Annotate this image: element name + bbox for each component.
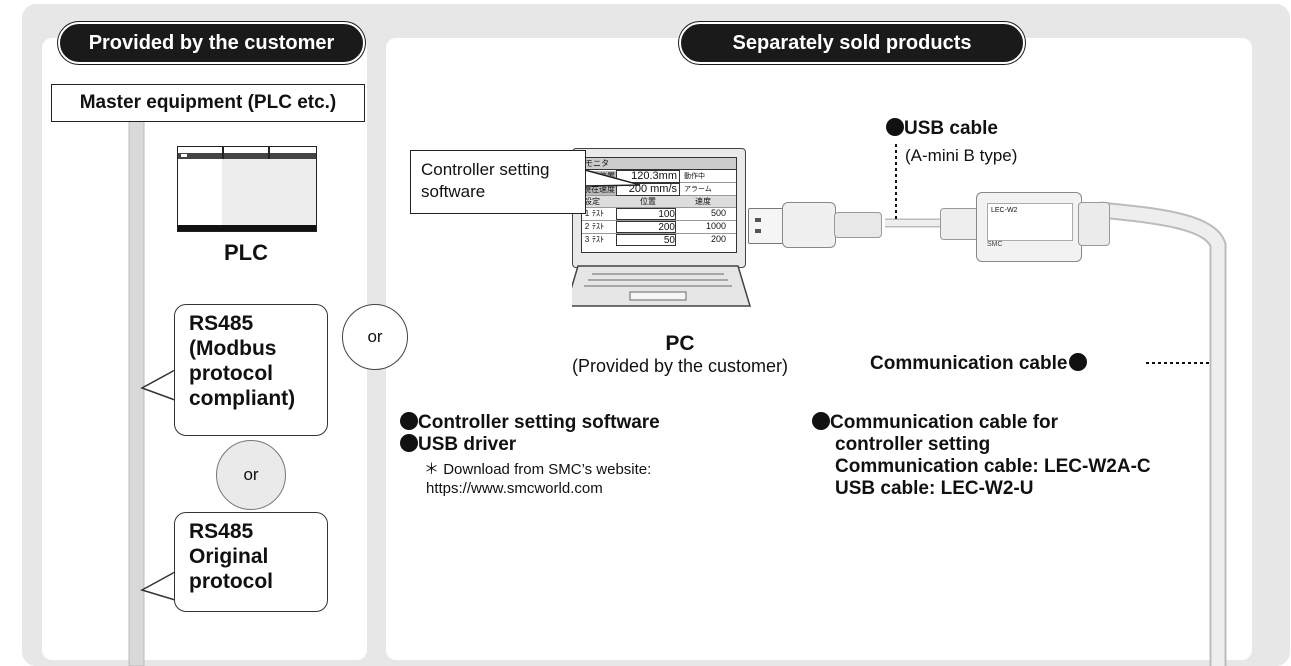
- rs485-modbus-line: compliant): [189, 387, 296, 410]
- bullet-icon: [1069, 353, 1088, 371]
- or-circle-right: or: [342, 304, 408, 370]
- screen-position-value: 120.3mm: [616, 169, 680, 183]
- cable-list: Communication cable for controller setti…: [812, 412, 1151, 500]
- bullet-icon: [400, 412, 418, 430]
- screen-status-alarm: アラーム: [684, 185, 712, 193]
- comm-cable-label: Communication cable: [870, 353, 1088, 375]
- usb-cable-subtitle: (A-mini B type): [905, 146, 1018, 165]
- pc-screen: モニタ 現在位置 120.3mm 動作中 現在速度 200 mm/s アラーム …: [581, 157, 737, 253]
- screen-settings-label: 設定: [584, 197, 600, 206]
- customer-section-label: Provided by the customer: [58, 22, 365, 64]
- plc-label: PLC: [224, 240, 268, 265]
- rs485-original-bubble: RS485 Original protocol: [174, 512, 328, 612]
- asterisk-icon: ＊: [424, 461, 440, 478]
- plc-icon: [177, 146, 317, 232]
- rs485-original-line: protocol: [189, 570, 273, 593]
- bullet-icon: [400, 434, 418, 452]
- bullet-icon: [812, 412, 830, 430]
- software-callout-line: software: [421, 182, 486, 201]
- screen-speed-label: 現在速度: [582, 183, 616, 195]
- rs485-modbus-line: (Modbus: [189, 337, 277, 360]
- rs485-modbus-line: RS485: [189, 312, 254, 335]
- software-item-controller: Controller setting software: [400, 412, 660, 434]
- master-equipment-box: Master equipment (PLC etc.): [51, 84, 365, 122]
- rs485-original-line: Original: [189, 545, 269, 568]
- rs485-original-line: RS485: [189, 520, 254, 543]
- usb-adapter-icon: LEC-W2 SMC: [940, 192, 1110, 264]
- software-callout: Controller setting software: [410, 150, 586, 214]
- rs485-modbus-bubble: RS485 (Modbus protocol compliant): [174, 304, 328, 436]
- screen-status-running: 動作中: [684, 172, 705, 180]
- or-circle-middle: or: [216, 440, 286, 510]
- usb-cable-title: USB cable: [886, 118, 998, 140]
- rs485-modbus-line: protocol: [189, 362, 273, 385]
- separate-panel: [386, 38, 1252, 660]
- adapter-label: LEC-W2: [987, 203, 1073, 241]
- download-note: ＊ Download from SMC’s website: https://w…: [424, 461, 652, 497]
- separate-section-label: Separately sold products: [679, 22, 1025, 64]
- screen-table-row: 3 ﾃｽﾄ 50 200: [582, 233, 736, 246]
- screen-speed-value: 200 mm/s: [616, 182, 680, 196]
- pc-note: (Provided by the customer): [571, 356, 789, 376]
- screen-table-row: 1 ﾃｽﾄ 100 500: [582, 207, 736, 220]
- pc-keyboard-base: [572, 265, 752, 307]
- screen-col-speed: 速度: [695, 197, 711, 206]
- software-item-usb-driver: USB driver: [400, 434, 516, 456]
- bullet-icon: [886, 118, 904, 136]
- pc-illustration: モニタ 現在位置 120.3mm 動作中 現在速度 200 mm/s アラーム …: [572, 148, 772, 320]
- screen-col-position: 位置: [640, 197, 656, 206]
- screen-table-row: 2 ﾃｽﾄ 200 1000: [582, 220, 736, 233]
- usb-plug-icon: [748, 200, 888, 248]
- adapter-brand: SMC: [987, 241, 1003, 248]
- software-callout-line: Controller setting: [421, 160, 550, 179]
- pc-label: PC: [665, 332, 695, 355]
